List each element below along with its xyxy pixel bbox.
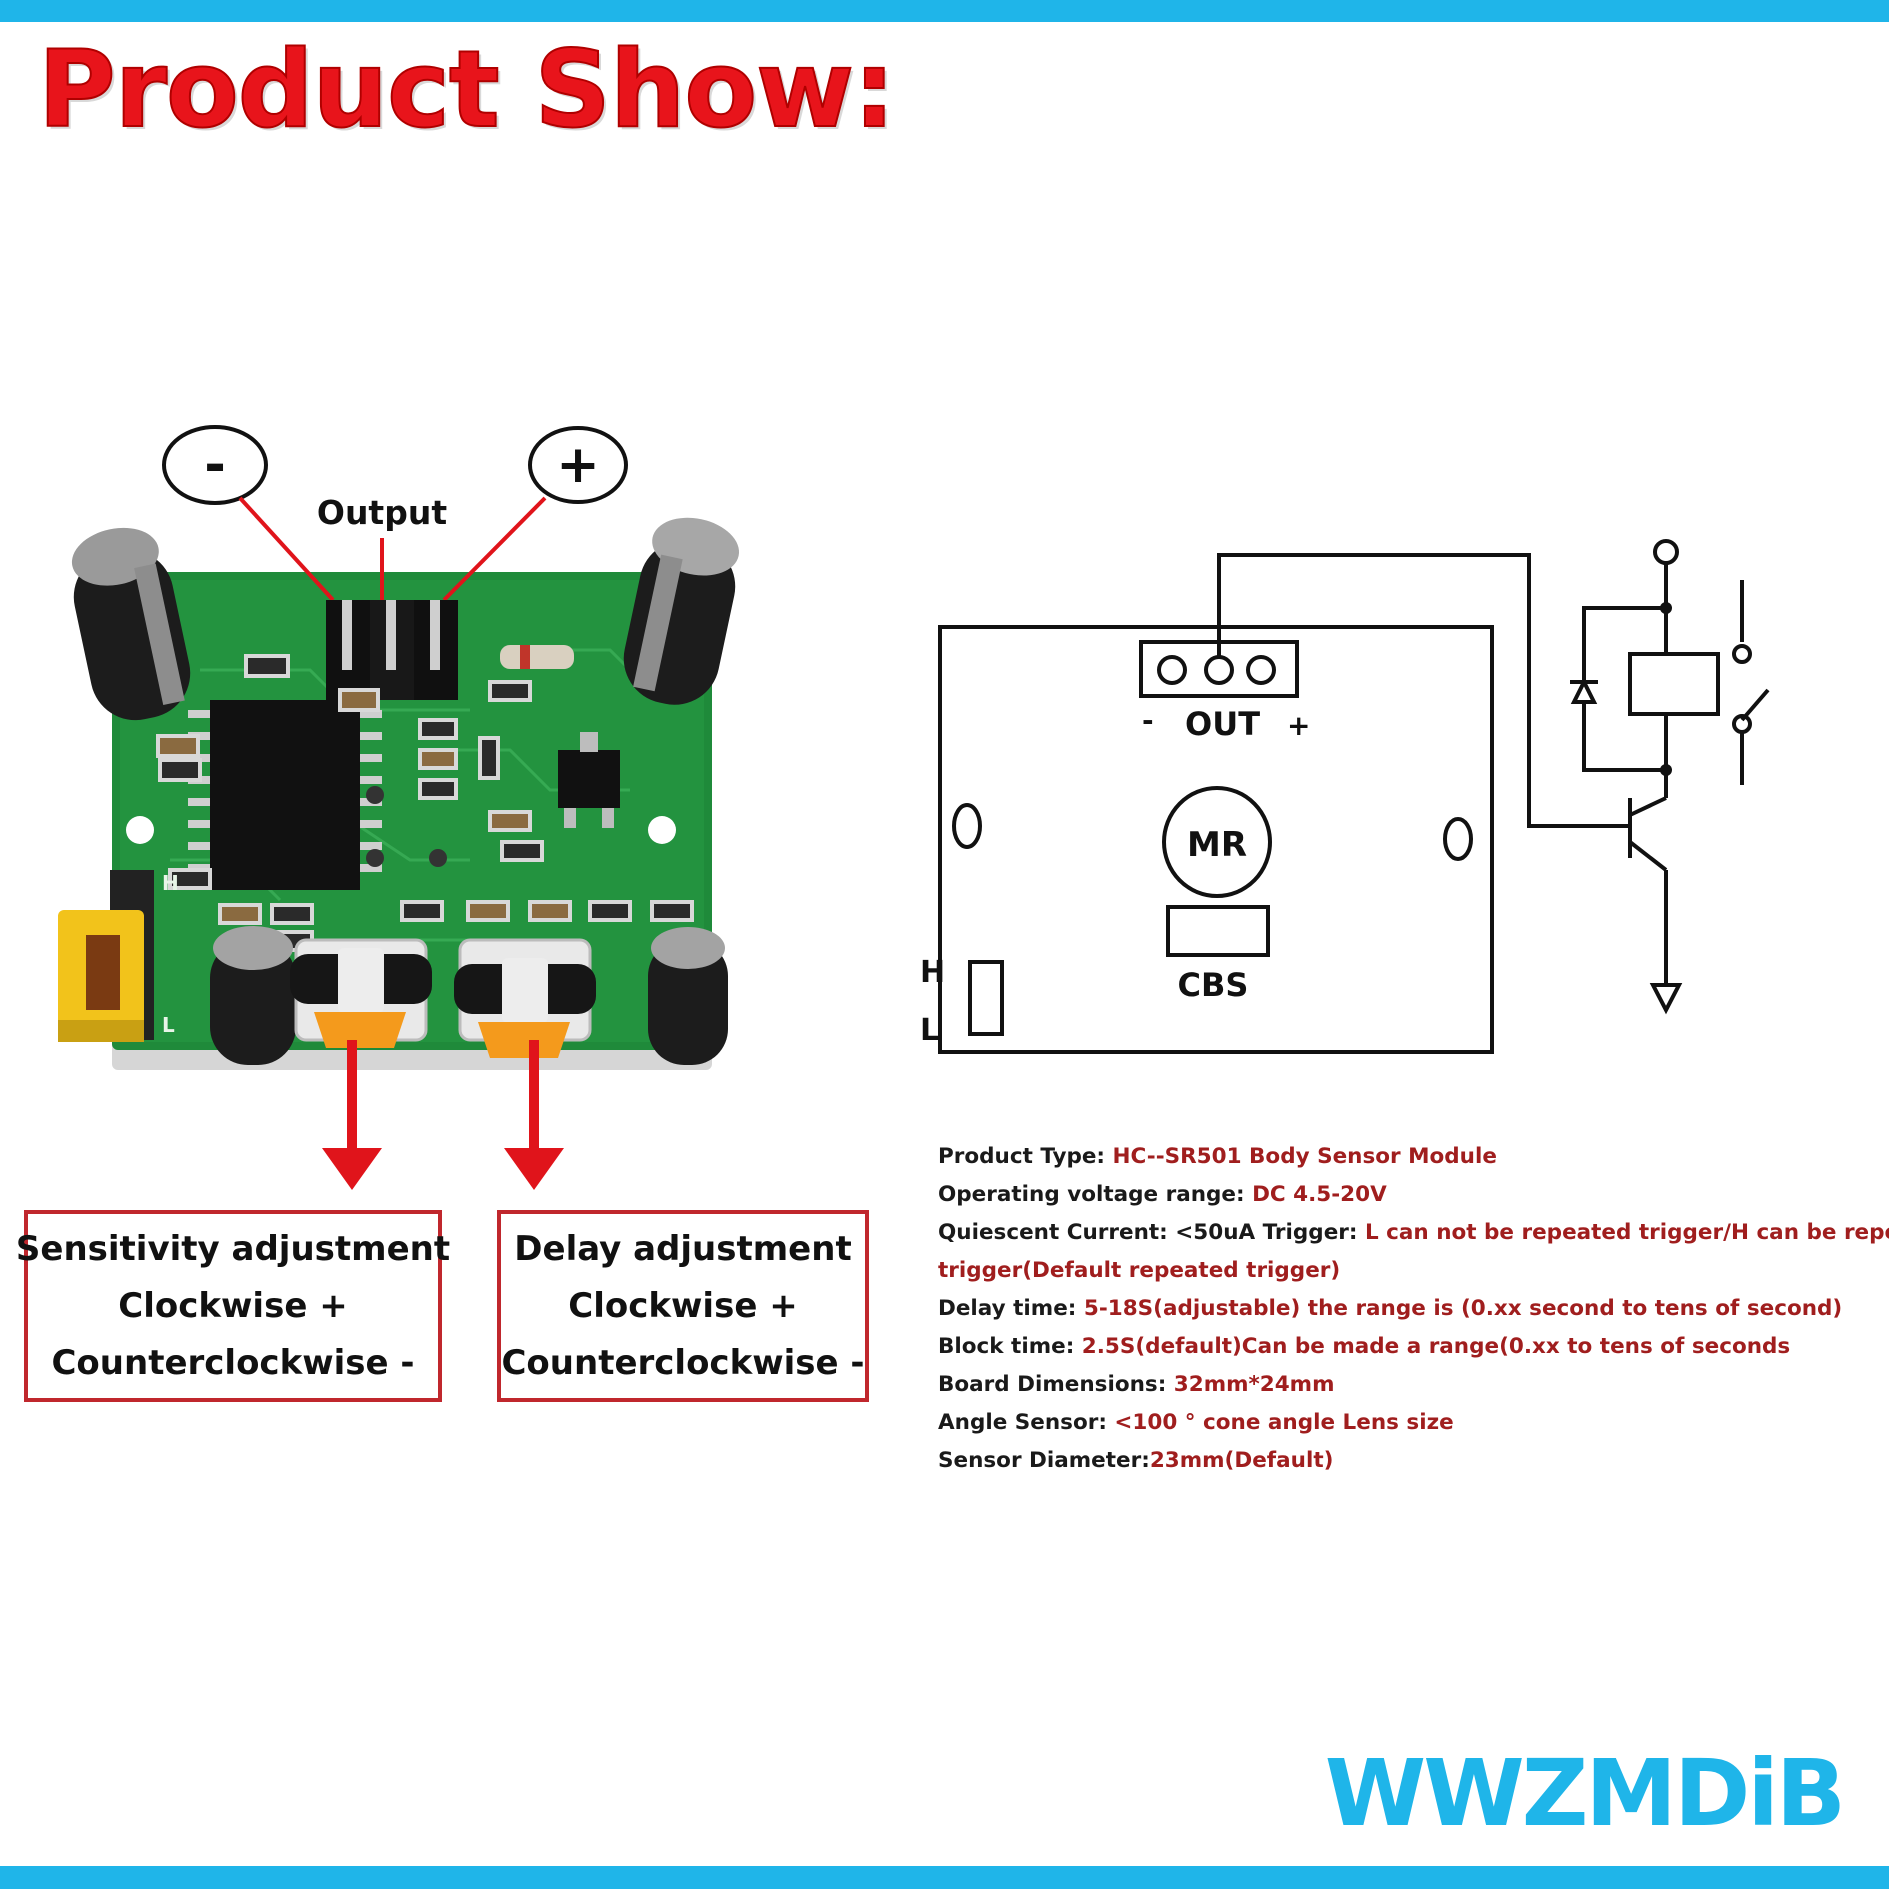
schematic-plus: + [1287, 709, 1310, 742]
mr-lens [1162, 786, 1272, 898]
capacitor-bottom-right [648, 927, 728, 1065]
minus-label: - [204, 435, 226, 495]
schematic-cbs: CBS [1178, 966, 1249, 1004]
jumper-h-label: H [162, 871, 179, 895]
spec-row: Operating voltage range: DC 4.5-20V [938, 1182, 1387, 1207]
spec-row: Sensor Diameter:23mm(Default) [938, 1448, 1334, 1473]
schematic-minus: - [1142, 704, 1154, 737]
schematic-l: L [920, 1013, 939, 1048]
schematic-mr: MR [1187, 825, 1247, 865]
page-title: Product Show: [37, 27, 896, 152]
transistor [558, 732, 620, 828]
smd-components [156, 654, 694, 952]
ic-chip [188, 700, 382, 890]
out-wire [1217, 553, 1630, 828]
mounting-hole-left [126, 816, 154, 844]
brand-logo: WWZMDiB [1324, 1740, 1846, 1847]
sensitivity-title: Sensitivity adjustment [15, 1228, 451, 1269]
schematic-h: H [920, 955, 945, 990]
sensitivity-callout: Sensitivity adjustment Clockwise + Count… [16, 1210, 450, 1402]
delay-potentiometer [454, 938, 596, 1058]
delay-title: Delay adjustment [514, 1228, 852, 1269]
top-accent-band [0, 0, 1889, 22]
trigger-jumper [58, 870, 154, 1042]
sensitivity-arrow [322, 1040, 382, 1190]
delay-callout: Delay adjustment Clockwise + Countercloc… [497, 1210, 869, 1402]
schematic-out: OUT [1185, 705, 1260, 743]
delay-arrow [504, 1040, 564, 1190]
sensitivity-potentiometer [290, 938, 432, 1048]
spec-list: Product Type: HC--SR501 Body Sensor Modu… [938, 1138, 1889, 1480]
spec-row: Board Dimensions: 32mm*24mm [938, 1372, 1335, 1397]
cbs-box [1166, 905, 1270, 957]
plus-label: + [556, 435, 600, 495]
mounting-hole-right [648, 816, 676, 844]
delay-clockwise: Clockwise + [568, 1285, 798, 1326]
spec-row: Angle Sensor: <100 ° cone angle Lens siz… [938, 1410, 1454, 1435]
sensitivity-clockwise: Clockwise + [118, 1285, 348, 1326]
spec-row: Delay time: 5-18S(adjustable) the range … [938, 1296, 1843, 1321]
spec-row: Product Type: HC--SR501 Body Sensor Modu… [938, 1144, 1497, 1169]
jumper-l-label: L [162, 1013, 175, 1037]
output-label: Output [317, 493, 447, 532]
capacitor-top-right [623, 517, 740, 705]
pcb-board-illustration: - + Output [58, 425, 740, 1190]
module-outline [938, 625, 1494, 1054]
spec-row: trigger(Default repeated trigger) [938, 1258, 1341, 1283]
delay-counterclockwise: Counterclockwise - [501, 1342, 865, 1383]
relay-coil [1628, 652, 1720, 716]
bottom-accent-band [0, 1866, 1889, 1889]
spec-row: Quiescent Current: <50uA Trigger: L can … [938, 1220, 1889, 1245]
spec-row: Block time: 2.5S(default)Can be made a r… [938, 1334, 1791, 1359]
capacitor-bottom-left [210, 926, 296, 1065]
capacitor-top-left [71, 527, 191, 721]
wiring-schematic: - OUT + MR CBS H L [920, 539, 1770, 1054]
minus-pin-callout: - [162, 425, 268, 505]
pin-header [326, 600, 458, 700]
sensitivity-counterclockwise: Counterclockwise - [51, 1342, 415, 1383]
diode [500, 645, 574, 669]
hl-jumper [968, 960, 1004, 1036]
plus-pin-callout: + [528, 426, 628, 504]
